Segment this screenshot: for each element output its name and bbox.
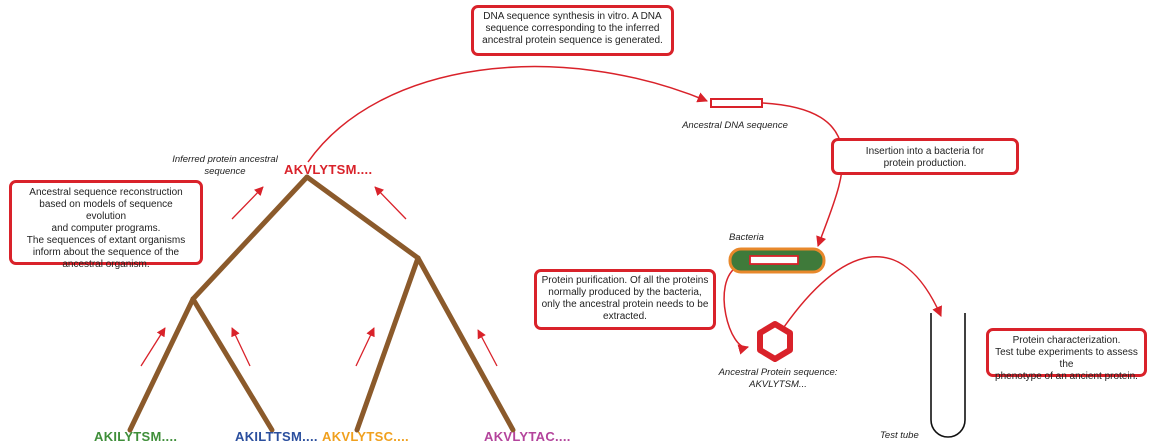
test-tube-icon <box>930 313 966 438</box>
box-line: The sequences of extant organisms <box>26 235 186 246</box>
synthesis-box: DNA sequence synthesis in vitro. A DNA s… <box>471 5 674 56</box>
box-line: sequence corresponding to the inferred <box>485 23 660 34</box>
leaf-sequence-4: AKVLYTAC.... <box>484 429 571 444</box>
tree-branch-leaf1 <box>127 296 196 433</box>
ancestral-protein-label: Ancestral Protein sequence: AKVLYTSM... <box>703 367 853 391</box>
tree-branch-leaf2 <box>190 296 275 433</box>
box-line: phenotype of an ancient protein. <box>995 371 1138 382</box>
box-line: Test tube experiments to assess the <box>995 347 1138 370</box>
bacteria-shape <box>728 247 826 274</box>
tree-branch-root-right <box>304 174 421 261</box>
flow-arrow-to-protein <box>723 265 750 355</box>
tree-branch-leaf3 <box>354 255 421 433</box>
protein-hexagon-icon <box>757 321 793 362</box>
box-line: DNA sequence synthesis in vitro. A DNA <box>483 11 662 22</box>
box-line: ancestral protein sequence is generated. <box>482 35 663 46</box>
label-line: AKVLYTSM... <box>749 379 807 390</box>
box-line: Protein purification. Of all the protein… <box>541 275 709 286</box>
ancestral-sequence: AKVLYTSM.... <box>284 162 373 177</box>
test-tube-label: Test tube <box>880 430 919 441</box>
box-line: only the ancestral protein needs to be <box>541 299 709 310</box>
box-line: inform about the sequence of the <box>32 247 180 258</box>
flow-arrow-to-tube <box>783 256 942 328</box>
tree-arrow <box>374 186 407 220</box>
leaf-sequence-2: AKILTTSM.... <box>235 429 318 444</box>
box-line: Protein characterization. <box>1012 335 1121 346</box>
purification-box: Protein purification. Of all the protein… <box>534 269 716 330</box>
tree-branch-leaf4 <box>415 255 516 433</box>
box-line: Insertion into a bacteria for <box>865 146 985 157</box>
dna-sequence-shape <box>710 98 763 108</box>
reconstruction-box: Ancestral sequence reconstruction based … <box>9 180 203 270</box>
box-line: based on models of sequence evolution <box>39 199 173 222</box>
bacteria-dna-insert <box>749 255 799 265</box>
tree-arrow <box>477 329 498 367</box>
label-line: Inferred protein ancestral <box>172 154 278 165</box>
phylogenetic-tree <box>127 174 516 433</box>
label-line: sequence <box>204 166 246 177</box>
characterization-box: Protein characterization. Test tube expe… <box>986 328 1147 382</box>
box-line: protein production. <box>883 158 967 169</box>
evolution-arrows <box>140 186 498 367</box>
box-line: extracted. <box>603 311 647 322</box>
ancestral-dna-label: Ancestral DNA sequence <box>682 120 788 131</box>
box-line: Ancestral sequence reconstruction <box>29 187 183 198</box>
tree-arrow <box>231 327 251 367</box>
tree-branch-root-left <box>190 174 310 302</box>
leaf-sequence-1: AKILYTSM.... <box>94 429 178 444</box>
bacteria-label: Bacteria <box>729 232 764 243</box>
box-line: and computer programs. <box>51 223 161 234</box>
tree-arrow <box>355 327 375 367</box>
tree-arrow <box>140 327 166 367</box>
box-line: normally produced by the bacteria, <box>548 287 702 298</box>
leaf-sequence-3: AKVLYTSC.... <box>322 429 409 444</box>
inferred-sequence-label: Inferred protein ancestral sequence <box>160 154 290 178</box>
label-line: Ancestral Protein sequence: <box>718 367 838 378</box>
insertion-box: Insertion into a bacteria for protein pr… <box>831 138 1019 175</box>
tree-arrow <box>231 186 264 220</box>
box-line: ancestral organism. <box>62 259 150 270</box>
flow-arrow-to-dna <box>307 65 708 163</box>
